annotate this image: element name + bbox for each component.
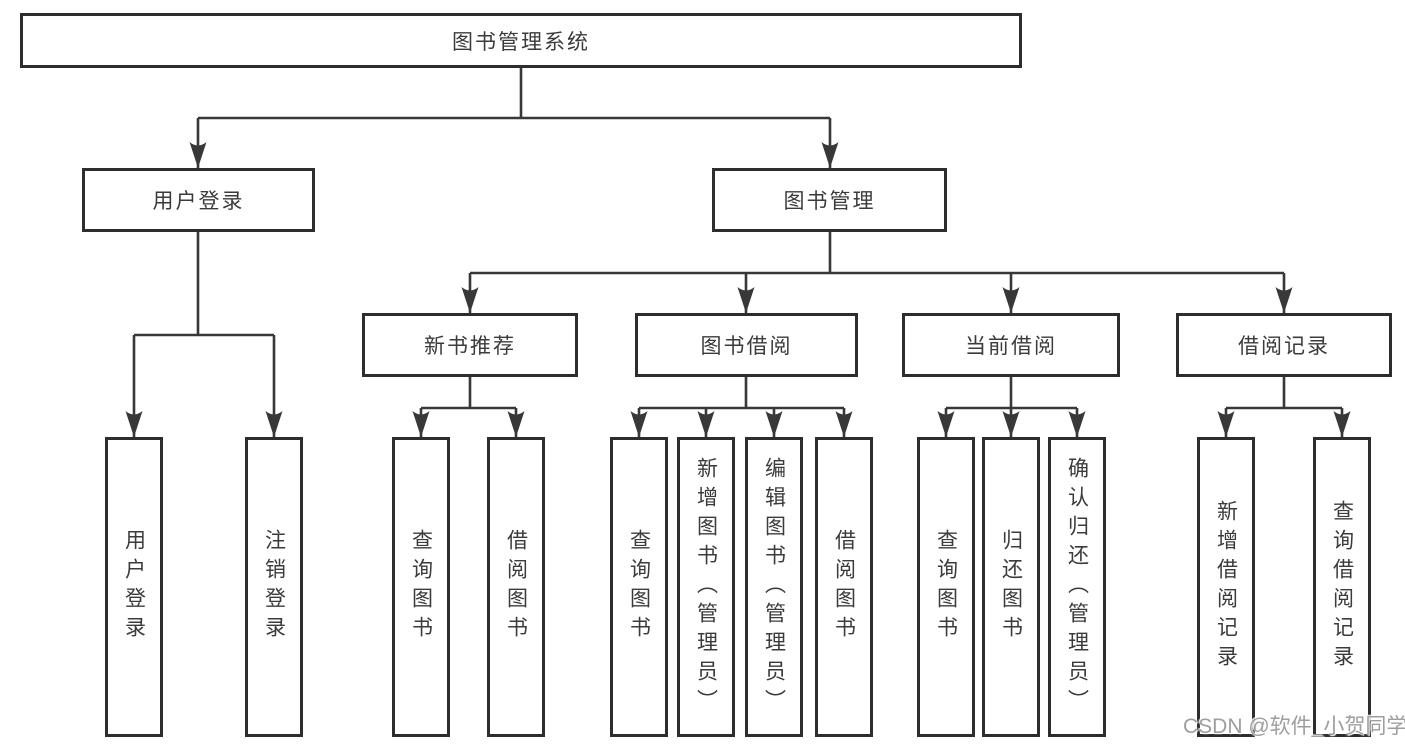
leaf-query-books-recommend: 查询图书 [392, 437, 450, 737]
leaf-return-book: 归还图书 [982, 437, 1040, 737]
leaf-logout: 注销登录 [245, 437, 303, 737]
leaf-query-borrow-record: 查询借阅记录 [1313, 437, 1371, 737]
node-current-borrowing: 当前借阅 [902, 313, 1120, 377]
node-label: 用户登录 [122, 529, 146, 645]
node-label: 新书推荐 [424, 335, 516, 358]
node-label: 图书管理系统 [452, 30, 590, 54]
leaf-edit-book-admin: 编辑图书（管理员） [745, 437, 803, 737]
node-label: 新增图书（管理员） [694, 456, 718, 718]
leaf-confirm-return-admin: 确认归还（管理员） [1048, 437, 1106, 737]
node-label: 用户登录 [152, 190, 245, 213]
leaf-add-book-admin: 新增图书（管理员） [677, 437, 735, 737]
node-label: 注销登录 [262, 529, 286, 645]
watermark: CSDN @软件_小贺同学 [1183, 715, 1405, 738]
node-new-book-recommendation: 新书推荐 [362, 313, 578, 377]
node-label: 图书管理 [783, 190, 876, 213]
node-user-login: 用户登录 [82, 168, 315, 232]
node-label: 借阅记录 [1238, 335, 1330, 358]
leaf-add-borrow-record: 新增借阅记录 [1197, 437, 1255, 737]
node-label: 图书借阅 [700, 335, 793, 358]
leaf-query-books-borrow: 查询图书 [610, 437, 668, 737]
node-label: 当前借阅 [965, 335, 1057, 358]
node-label: 新增借阅记录 [1214, 500, 1238, 674]
node-book-management: 图书管理 [712, 168, 947, 232]
node-library-management-system: 图书管理系统 [20, 13, 1022, 68]
node-label: 查询借阅记录 [1330, 500, 1354, 674]
node-label: 查询图书 [934, 529, 958, 645]
node-label: 借阅图书 [504, 529, 528, 645]
leaf-borrow-books: 借阅图书 [815, 437, 873, 737]
node-borrowing-records: 借阅记录 [1176, 313, 1392, 377]
leaf-query-books-current: 查询图书 [917, 437, 975, 737]
node-label: 查询图书 [409, 529, 433, 645]
node-label: 查询图书 [627, 529, 651, 645]
node-label: 借阅图书 [832, 529, 856, 645]
node-book-borrowing: 图书借阅 [635, 313, 858, 377]
node-label: 确认归还（管理员） [1065, 456, 1089, 718]
node-label: 编辑图书（管理员） [762, 456, 786, 718]
node-label: 归还图书 [999, 529, 1023, 645]
leaf-user-login: 用户登录 [105, 437, 163, 737]
leaf-borrow-books-recommend: 借阅图书 [487, 437, 545, 737]
